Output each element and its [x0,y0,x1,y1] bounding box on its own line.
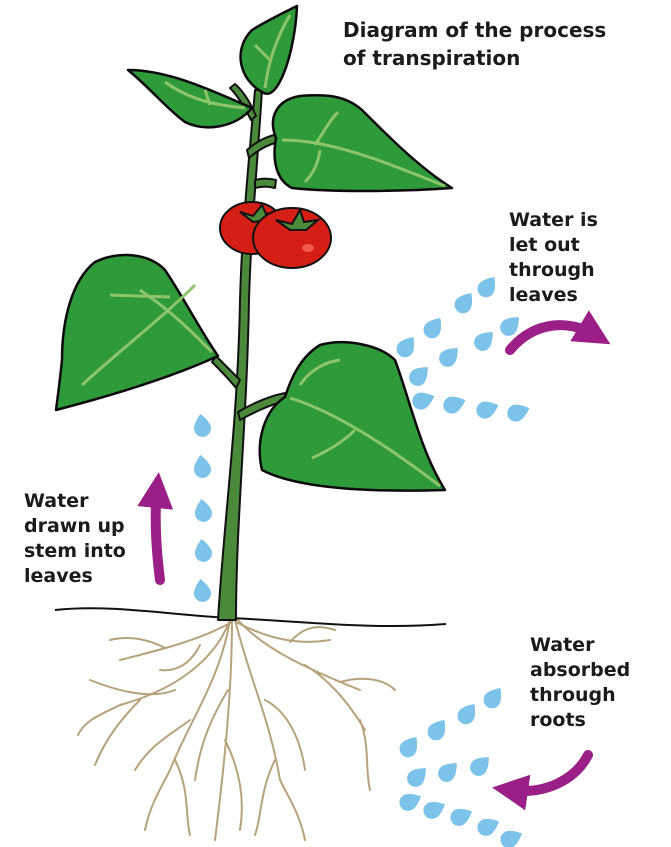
water-drop [393,332,420,361]
water-drop [451,288,478,317]
water-drop [420,313,447,342]
water-drop [193,538,213,563]
water-drop [404,762,432,790]
label-line: let out [509,233,649,258]
label-water-out-leaves: Water is let out through leaves [509,208,649,308]
water-drop [454,699,481,728]
label-line: Water [530,633,670,658]
leaf-left [56,255,218,410]
label-water-absorbed-roots: Water absorbed through roots [530,633,670,733]
label-line: leaves [24,564,164,589]
water-drop [424,715,451,744]
diagram-title: Diagram of the process of transpiration [343,16,663,72]
title-line: of transpiration [343,44,663,72]
label-line: drawn up [24,514,164,539]
arrow-roots-in [510,755,588,791]
label-line: Water is [509,208,649,233]
label-line: Water [24,489,164,514]
water-drops-roots [396,683,525,847]
water-drop [471,326,499,354]
leaf-upper-right [273,95,452,191]
water-drops-stem [192,413,213,603]
tomatoes [220,202,331,268]
water-drop [475,814,503,839]
tomato-front [253,208,331,268]
ground-line [55,608,446,626]
water-drop [397,789,425,814]
label-line: through [509,258,649,283]
water-drop [193,498,213,523]
leaf-top [241,6,297,94]
water-drop [441,392,468,416]
label-line: roots [530,708,670,733]
leaf-right [260,342,445,490]
label-line: through [530,683,670,708]
water-drop [192,454,212,479]
water-drop [192,578,212,603]
water-drop [406,361,434,389]
water-drop [498,826,526,847]
water-drop [421,797,449,822]
roots [78,620,395,840]
water-drop [396,732,423,761]
water-drop [467,751,495,779]
label-line: leaves [509,283,649,308]
water-drop [474,397,501,421]
water-drop [410,388,437,412]
water-drop [448,804,476,829]
water-drop [192,413,212,438]
water-drop [474,272,501,301]
water-drop [505,400,532,424]
water-drop [480,683,507,712]
leaf-top-left [128,70,252,127]
label-water-up-stem: Water drawn up stem into leaves [24,489,164,589]
label-line: absorbed [530,658,670,683]
arrow-leaves-out [510,325,595,350]
water-drop [436,342,464,370]
water-drop [435,757,463,785]
title-line: Diagram of the process [343,16,663,44]
label-line: stem into [24,539,164,564]
